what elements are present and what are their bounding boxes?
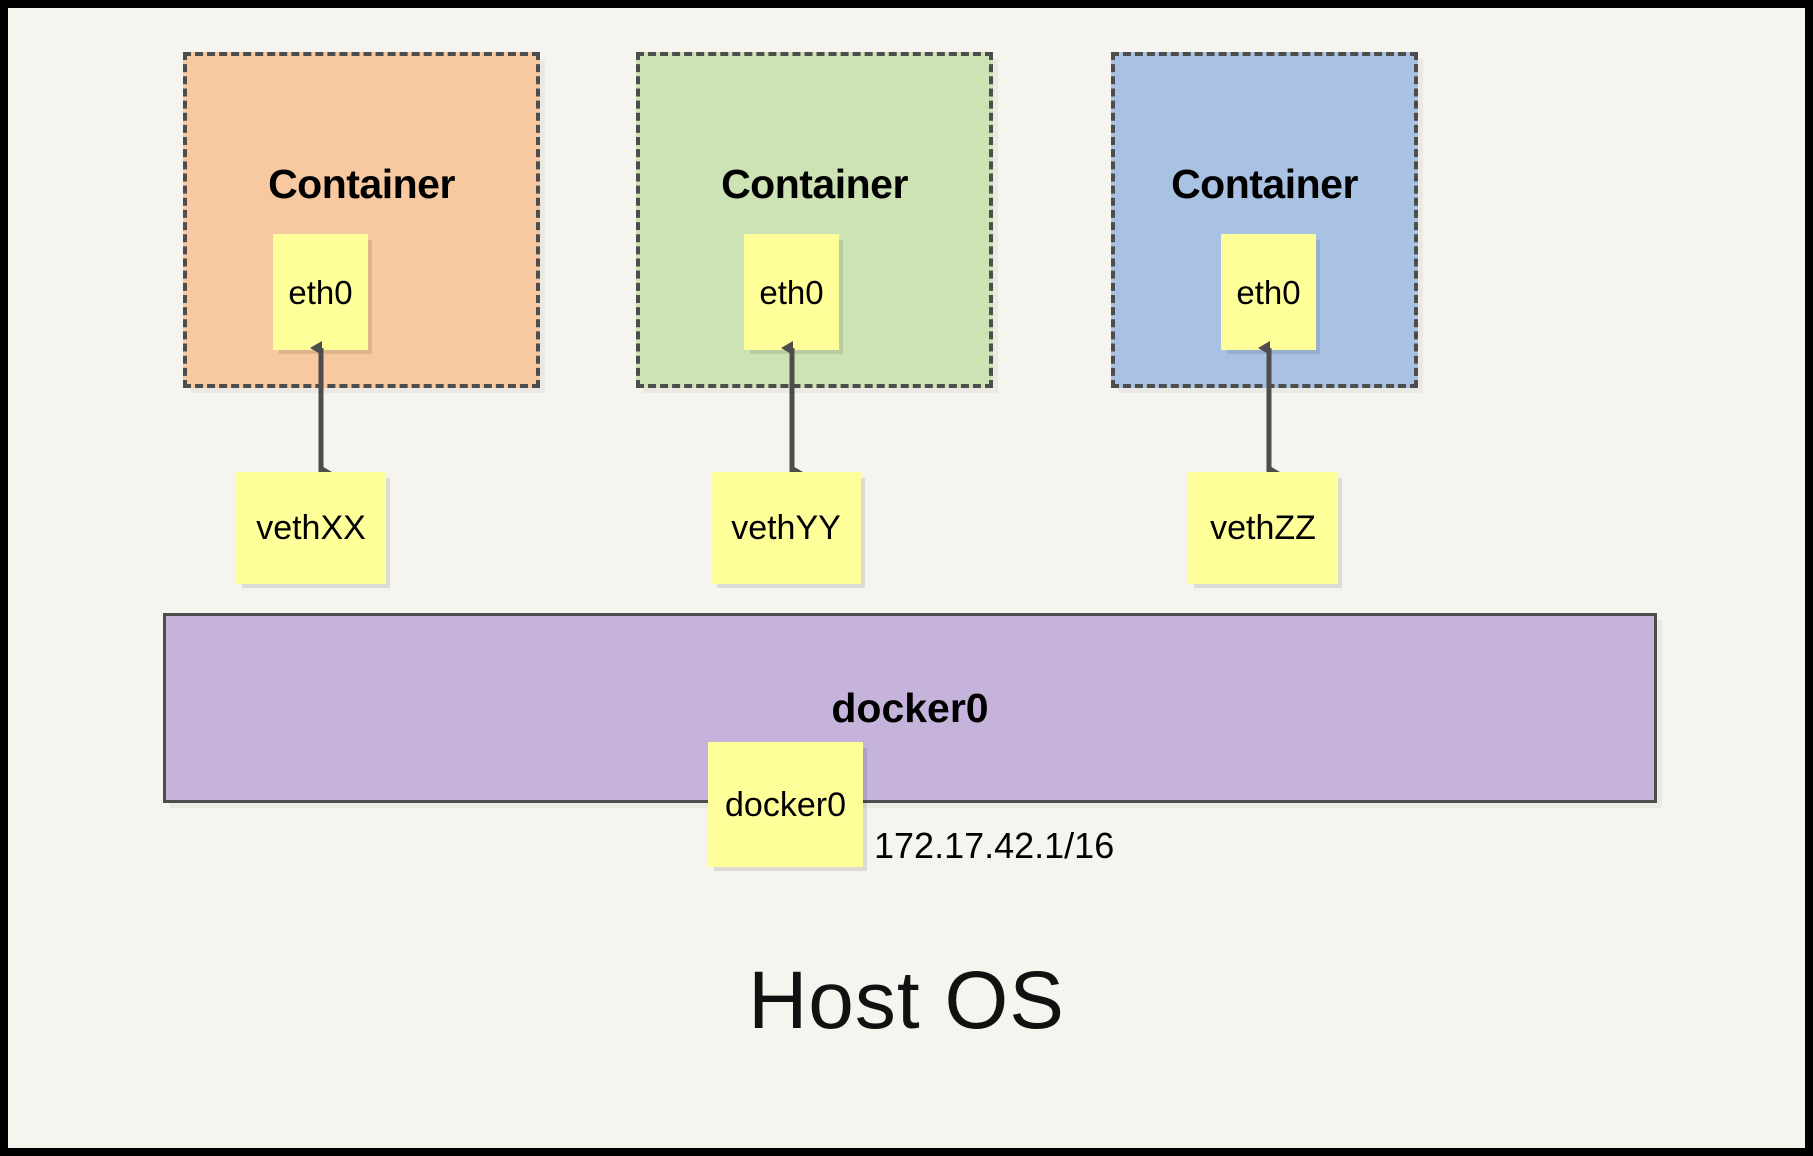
eth0-label-1: eth0 (288, 273, 353, 311)
container-title-3: Container (1171, 161, 1358, 207)
eth0-box-2: eth0 (744, 234, 839, 350)
container-title-2: Container (721, 161, 908, 207)
arrow-container-1 (310, 341, 332, 479)
veth-box-3: vethZZ (1188, 472, 1338, 584)
eth0-label-2: eth0 (759, 273, 824, 311)
eth0-box-1: eth0 (273, 234, 368, 350)
veth-label-3: vethZZ (1210, 509, 1316, 547)
veth-box-1: vethXX (236, 472, 386, 584)
bridge-ip-label: 172.17.42.1/16 (874, 825, 1115, 866)
host-os-label: Host OS (748, 955, 1065, 1046)
arrow-container-3 (1258, 341, 1280, 479)
docker0-interface-box: docker0 (708, 742, 863, 867)
veth-label-1: vethXX (256, 509, 366, 547)
arrow-container-2 (781, 341, 803, 479)
diagram-stage: Container eth0 Container eth0 Container … (8, 8, 1805, 1148)
eth0-label-3: eth0 (1236, 273, 1301, 311)
veth-box-2: vethYY (711, 472, 861, 584)
docker0-interface-label: docker0 (725, 785, 846, 824)
container-title-1: Container (268, 161, 455, 207)
docker0-bridge-label: docker0 (831, 685, 989, 731)
veth-label-2: vethYY (731, 509, 841, 547)
docker0-bridge-bar: docker0 (163, 613, 1657, 803)
eth0-box-3: eth0 (1221, 234, 1316, 350)
